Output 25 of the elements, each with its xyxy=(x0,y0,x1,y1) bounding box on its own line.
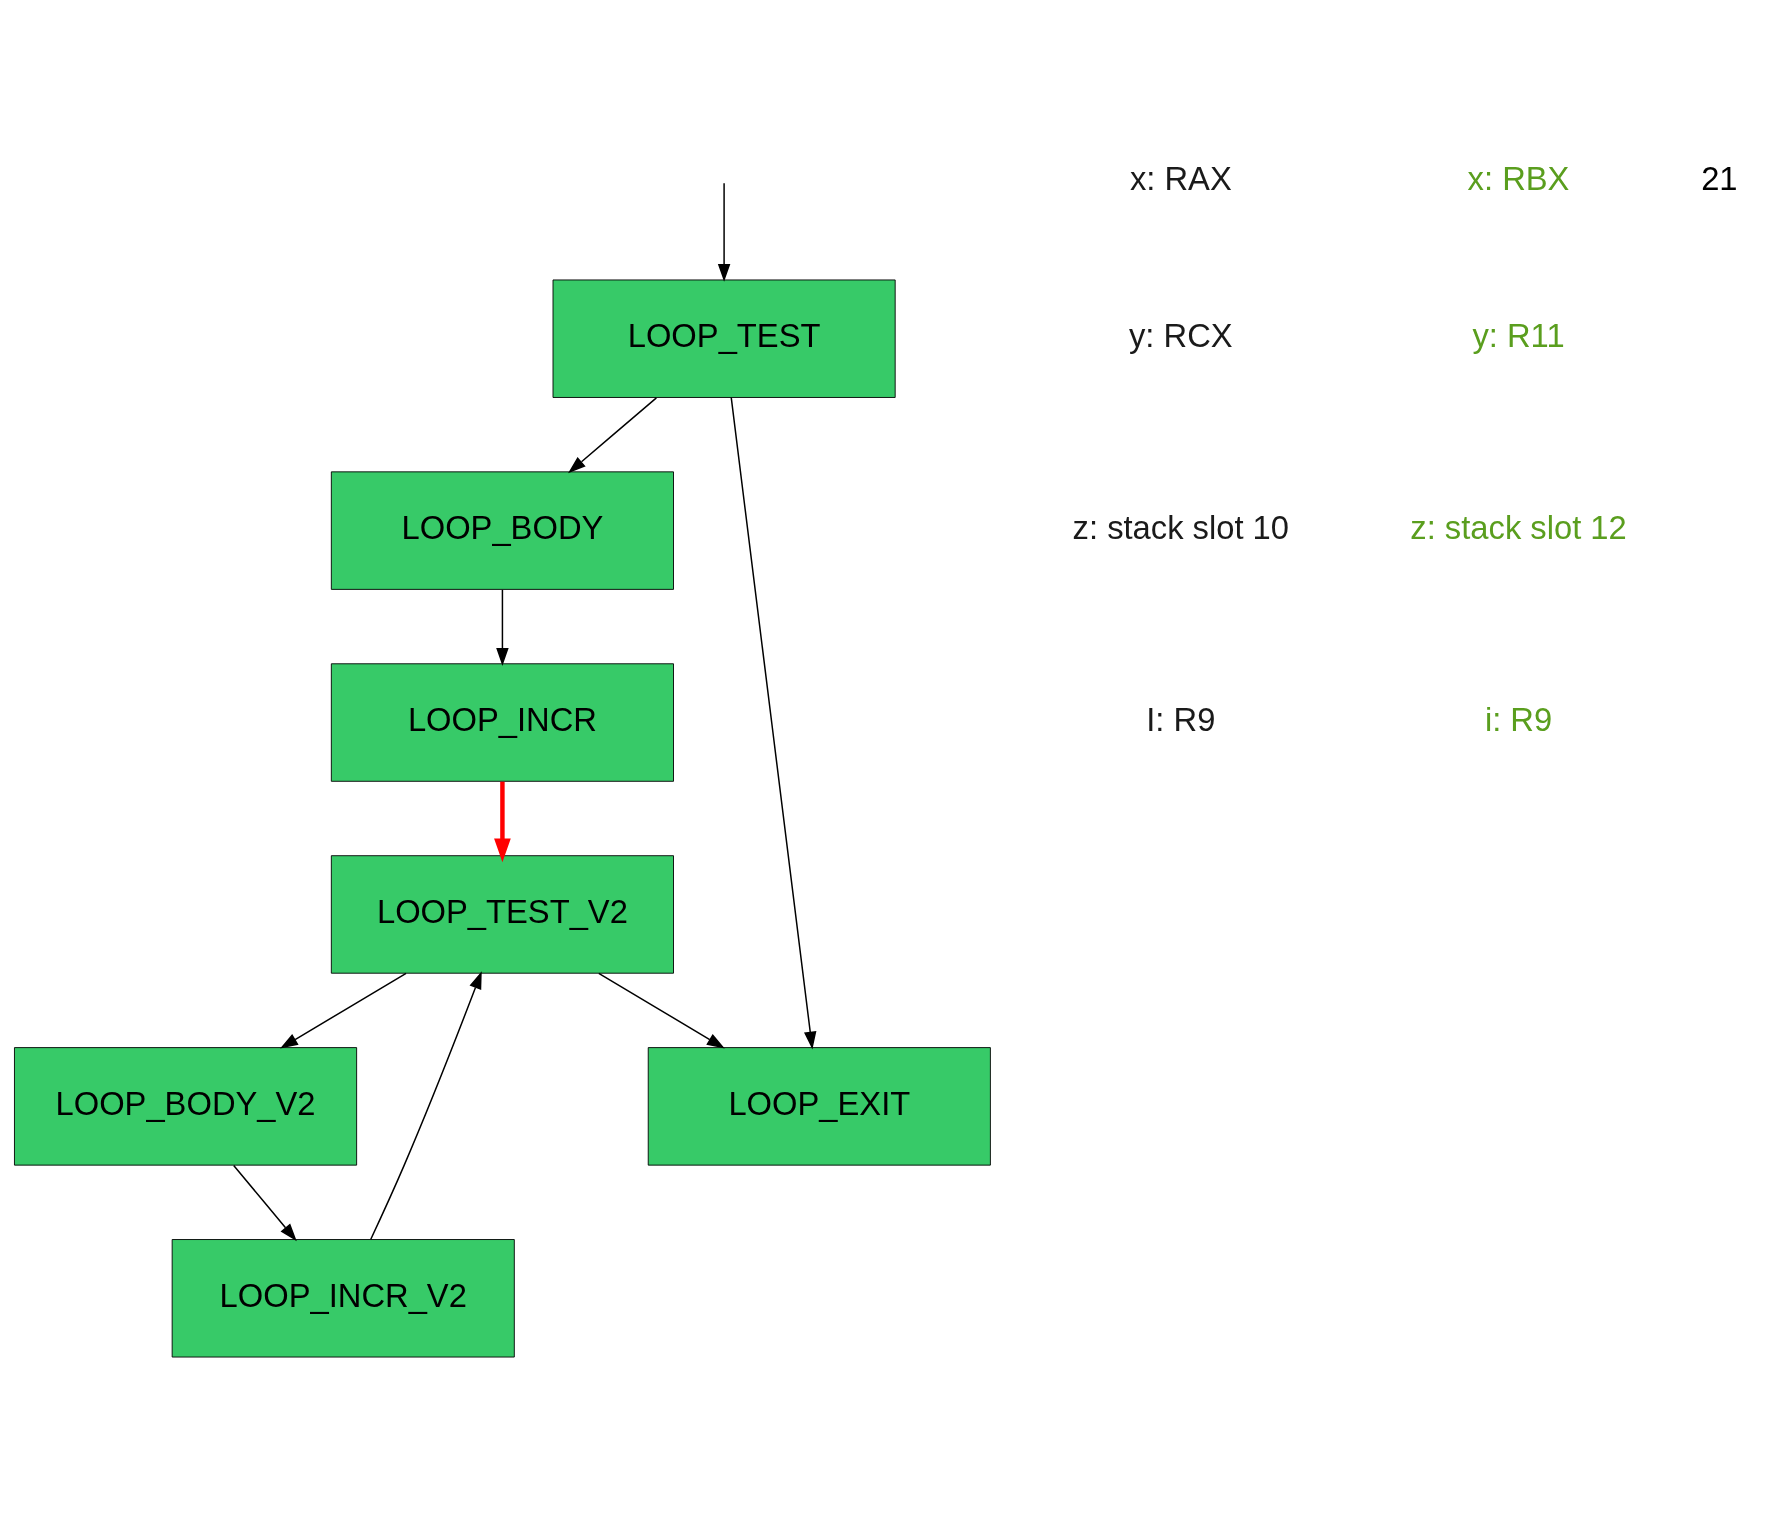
arrow xyxy=(494,781,511,862)
label: I: R9 xyxy=(1146,700,1216,738)
label: y: R11 xyxy=(1472,316,1565,354)
label: 21 xyxy=(1701,159,1738,197)
arrow xyxy=(730,396,817,1049)
label: x: RBX xyxy=(1467,159,1570,197)
node-box: LOOP_INCR xyxy=(330,662,674,782)
node-box: LOOP_TEST_V2 xyxy=(330,854,674,974)
arrow xyxy=(280,972,407,1049)
node-box: LOOP_BODY_V2 xyxy=(14,1046,358,1166)
label: y: RCX xyxy=(1129,316,1233,354)
node-box: LOOP_BODY xyxy=(330,470,674,590)
arrow xyxy=(496,588,509,666)
node-box: LOOP_TEST xyxy=(552,279,896,398)
label: x: RAX xyxy=(1129,159,1232,197)
arrow xyxy=(598,972,725,1049)
arrow xyxy=(568,396,658,473)
arrow xyxy=(717,182,731,282)
arrow xyxy=(232,1164,297,1241)
label: i: R9 xyxy=(1484,700,1553,738)
arrow xyxy=(369,970,482,1240)
node-box: LOOP_EXIT xyxy=(647,1046,991,1166)
label: z: stack slot 12 xyxy=(1410,508,1627,546)
node-box: LOOP_INCR_V2 xyxy=(171,1238,515,1357)
label: z: stack slot 10 xyxy=(1072,508,1290,546)
